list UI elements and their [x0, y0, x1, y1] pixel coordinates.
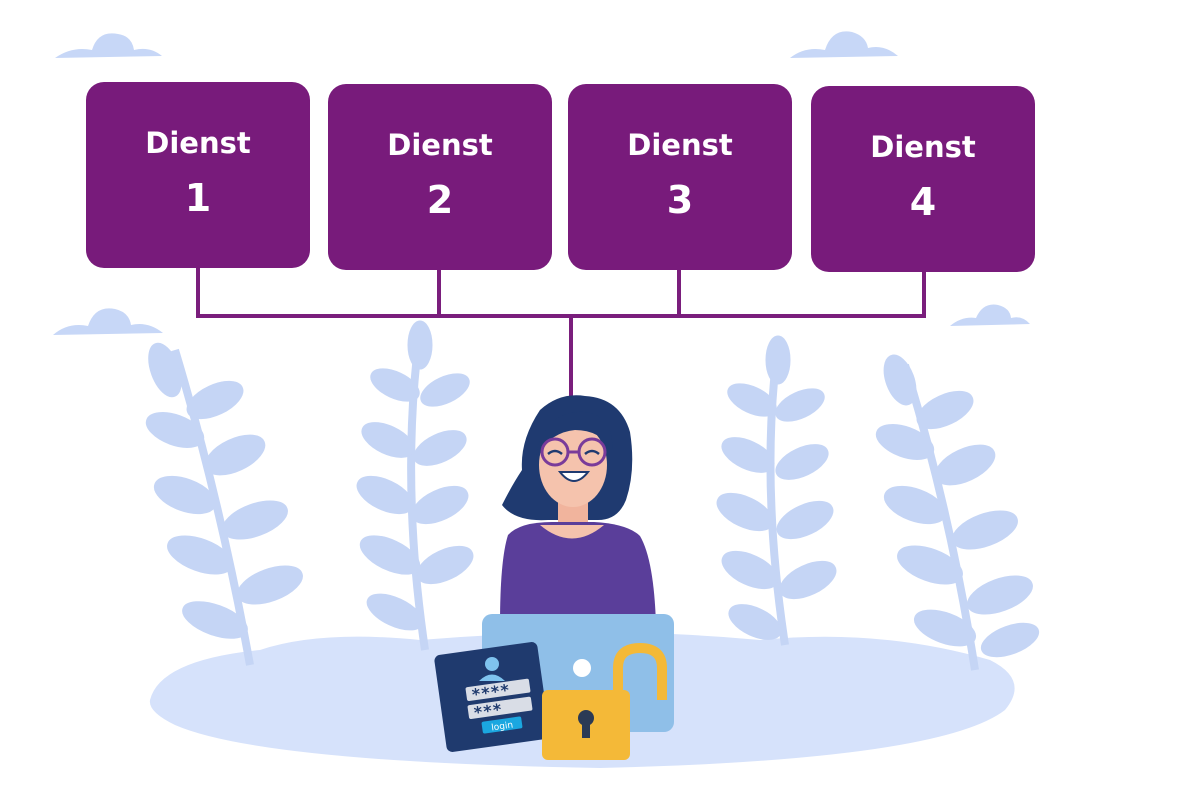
- cloud-icon: [950, 304, 1030, 326]
- service-number: 3: [666, 178, 694, 222]
- service-box-2: Dienst 2: [328, 84, 552, 270]
- service-number: 4: [909, 180, 937, 224]
- plant-icon: [145, 342, 303, 666]
- login-button-label: login: [491, 721, 514, 734]
- service-label: Dienst: [145, 126, 251, 160]
- cloud-icon: [55, 33, 162, 58]
- cloud-icon: [790, 31, 898, 58]
- password-mask-2: ***: [472, 700, 503, 723]
- padlock-open-icon: [542, 642, 667, 760]
- service-number: 1: [184, 176, 212, 220]
- login-button: login: [481, 716, 523, 734]
- service-box-1: Dienst 1: [86, 82, 310, 268]
- plant-icon: [716, 335, 837, 646]
- connector-lines: [196, 268, 926, 398]
- person-figure: [500, 395, 656, 625]
- service-label: Dienst: [870, 130, 976, 164]
- plant-icon: [875, 354, 1040, 671]
- password-field-2: ***: [467, 696, 533, 723]
- service-label: Dienst: [387, 128, 493, 162]
- plant-icon: [356, 320, 474, 651]
- service-box-3: Dienst 3: [568, 84, 792, 270]
- service-label: Dienst: [627, 128, 733, 162]
- cloud-icon: [53, 308, 163, 335]
- service-number: 2: [426, 178, 454, 222]
- user-avatar-icon: [479, 657, 505, 681]
- service-box-4: Dienst 4: [811, 86, 1035, 272]
